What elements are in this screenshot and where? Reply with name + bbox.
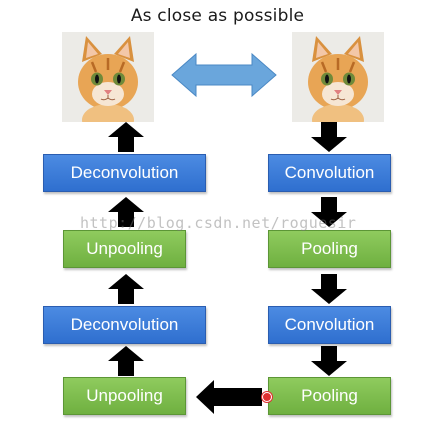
up-arrow-icon: [108, 122, 144, 152]
up-arrow-icon: [108, 197, 144, 227]
up-arrow-icon: [108, 346, 144, 376]
pooling-box-bottom: Pooling: [268, 377, 391, 415]
unpooling-box-bottom: Unpooling: [63, 377, 186, 415]
down-arrow-icon: [311, 197, 347, 227]
up-arrow-icon: [108, 274, 144, 304]
convolution-box-bottom: Convolution: [268, 306, 391, 344]
red-marker-dot: [262, 392, 272, 402]
left-arrow-icon: [196, 380, 262, 414]
diagram-title: As close as possible: [130, 6, 305, 26]
input-cat-image: [292, 32, 384, 122]
deconvolution-box-top: Deconvolution: [43, 154, 206, 192]
deconvolution-box-bottom: Deconvolution: [43, 306, 206, 344]
down-arrow-icon: [311, 346, 347, 376]
down-arrow-icon: [311, 274, 347, 304]
unpooling-box-top: Unpooling: [63, 230, 186, 268]
pooling-box-top: Pooling: [268, 230, 391, 268]
convolution-box-top: Convolution: [268, 154, 391, 192]
compare-double-arrow-icon: [171, 52, 277, 98]
output-cat-image: [62, 32, 154, 122]
down-arrow-icon: [311, 122, 347, 152]
watermark-text: http://blog.csdn.net/roguesir: [80, 214, 357, 232]
